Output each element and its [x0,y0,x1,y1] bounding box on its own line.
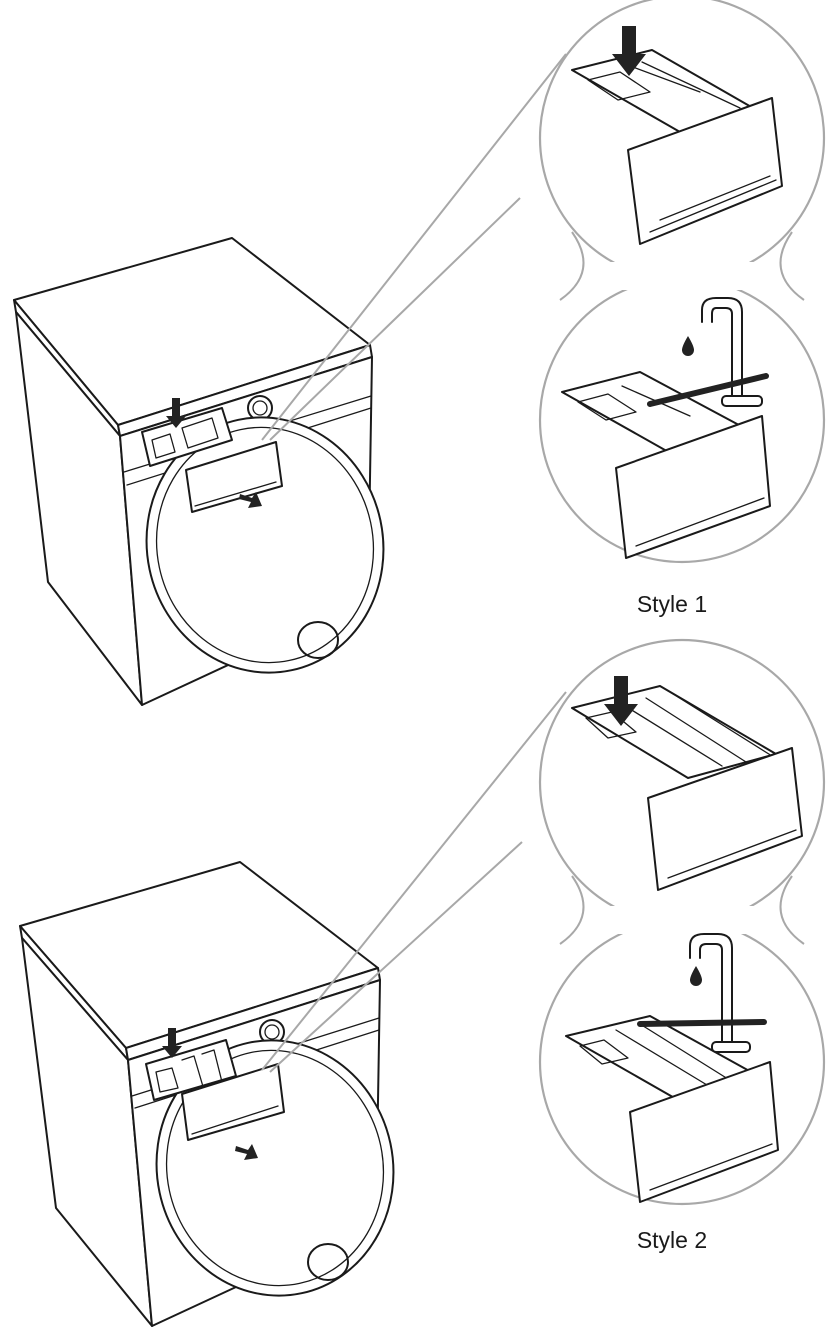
detergent-drawer-icon [565,1015,779,1203]
press-arrow-icon [162,1028,182,1058]
detergent-drawer-icon [571,676,803,891]
washing-machine-style-2 [19,861,395,1327]
style-label: Style 2 [637,1227,707,1253]
style-label: Style 1 [637,591,707,617]
water-drop-icon [682,336,694,356]
pull-arrow-icon [239,492,262,508]
detergent-drawer-icon [561,371,771,559]
washing-machine-style-1 [13,237,385,706]
brush-icon [637,1019,767,1027]
water-drop-icon [690,966,702,986]
callout-line [261,53,567,441]
zoom-bubbles-style-1: Style 1 [538,0,826,617]
callout-line [269,841,523,1073]
pull-arrow-icon [235,1144,258,1160]
press-arrow-icon [166,398,186,428]
press-arrow-icon [612,26,646,76]
callout-line [269,197,521,441]
faucet-icon [701,297,763,407]
zoom-bubbles-style-2: Style 2 [538,638,826,1253]
faucet-icon [689,933,751,1053]
detergent-drawer-icon [571,26,783,245]
press-arrow-icon [604,676,638,726]
brush-icon [647,373,769,407]
callout-line [261,691,567,1071]
